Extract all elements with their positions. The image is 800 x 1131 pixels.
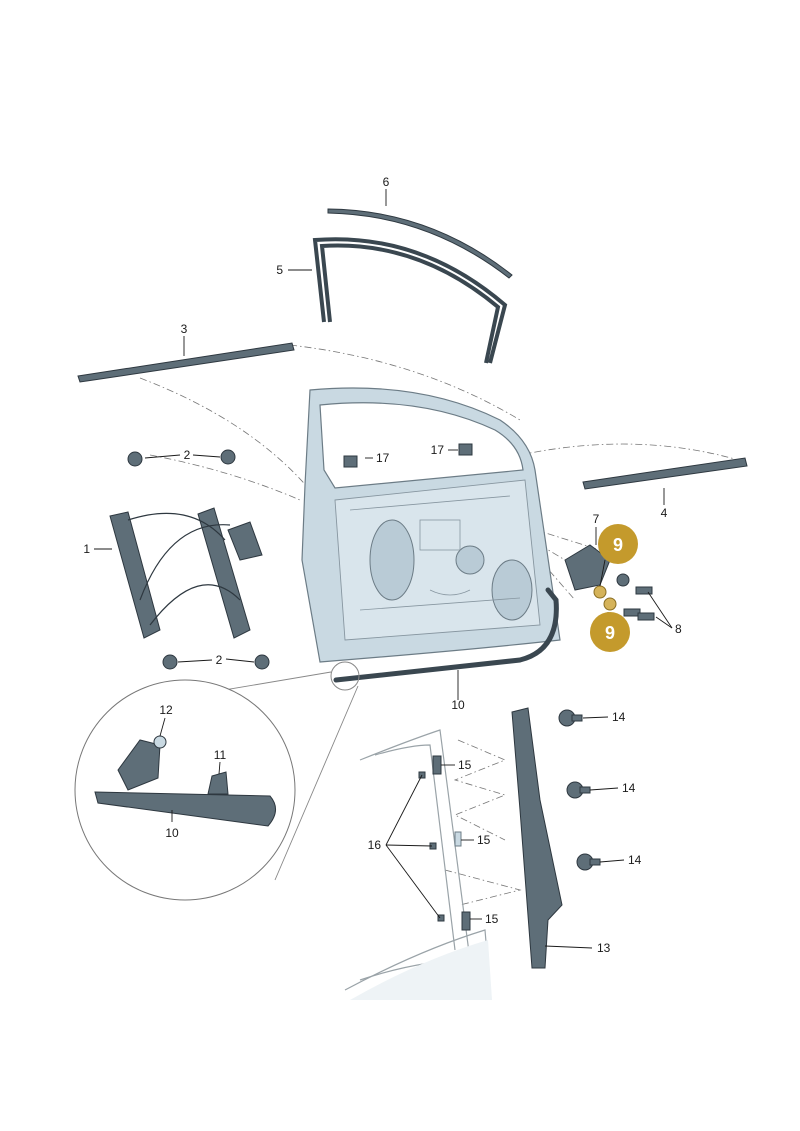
door-seal-10 (333, 587, 559, 683)
svg-text:9: 9 (605, 623, 615, 643)
clip-17-right (458, 443, 473, 456)
clip-15-c (461, 911, 471, 931)
callout-13: 13 (597, 941, 611, 955)
callout-17-right: 17 (431, 443, 445, 457)
window-regulator-1 (109, 507, 263, 639)
callout-1: 1 (83, 542, 90, 556)
callout-3: 3 (181, 322, 188, 336)
washer-highlighted-2 (603, 597, 617, 611)
callout-12: 12 (159, 703, 173, 717)
callout-15-a: 15 (458, 758, 472, 772)
nut-2-top-left (127, 451, 143, 467)
callout-14-b: 14 (622, 781, 636, 795)
callout-5: 5 (276, 263, 283, 277)
callout-10-detail: 10 (165, 826, 179, 840)
waist-strip-4 (582, 457, 748, 490)
nut-2-bottom-left (162, 654, 178, 670)
callout-6: 6 (383, 175, 390, 189)
callout-10-main: 10 (451, 698, 465, 712)
clip-15-a (432, 755, 442, 775)
bolt-8-c (637, 612, 655, 621)
clip-16-c (437, 914, 445, 922)
callout-2-top: 2 (184, 448, 191, 462)
nut-2-bottom-right (254, 654, 270, 670)
pillar-trim-13 (511, 707, 563, 969)
highlight-badge-9-bottom: 9 (590, 612, 630, 652)
screw-14-c (576, 853, 601, 871)
b-pillar-area (344, 707, 601, 1000)
svg-text:9: 9 (613, 535, 623, 555)
washer-highlighted-1 (593, 585, 607, 599)
callout-17-left: 17 (376, 451, 390, 465)
clip-17-left (343, 455, 358, 468)
callout-15-c: 15 (485, 912, 499, 926)
leader-lines (94, 189, 673, 949)
callout-4: 4 (661, 506, 668, 520)
callout-14-c: 14 (628, 853, 642, 867)
clip-15-b (454, 831, 462, 847)
callout-14-a: 14 (612, 710, 626, 724)
window-seal-strip-6 (327, 208, 513, 279)
callout-16: 16 (368, 838, 382, 852)
door-shell (301, 387, 561, 663)
screw-14-a (558, 709, 583, 727)
callout-11: 11 (214, 748, 227, 762)
detail-circle (74, 661, 360, 901)
callout-8: 8 (675, 622, 682, 636)
highlight-badge-9-top: 9 (598, 524, 638, 564)
bolt-8-a (635, 586, 653, 595)
callout-labels: 6 5 3 4 1 2 2 17 17 7 8 10 12 11 10 14 1… (83, 175, 682, 955)
callout-2-bottom: 2 (216, 653, 223, 667)
nut-8 (616, 573, 630, 587)
callout-15-b: 15 (477, 833, 491, 847)
nut-2-top-right (220, 449, 236, 465)
window-channel-frame-5 (312, 237, 508, 364)
regulator-motor-7 (564, 544, 611, 591)
screw-14-b (566, 781, 591, 799)
callout-7: 7 (593, 512, 600, 526)
waist-strip-3 (77, 342, 295, 383)
